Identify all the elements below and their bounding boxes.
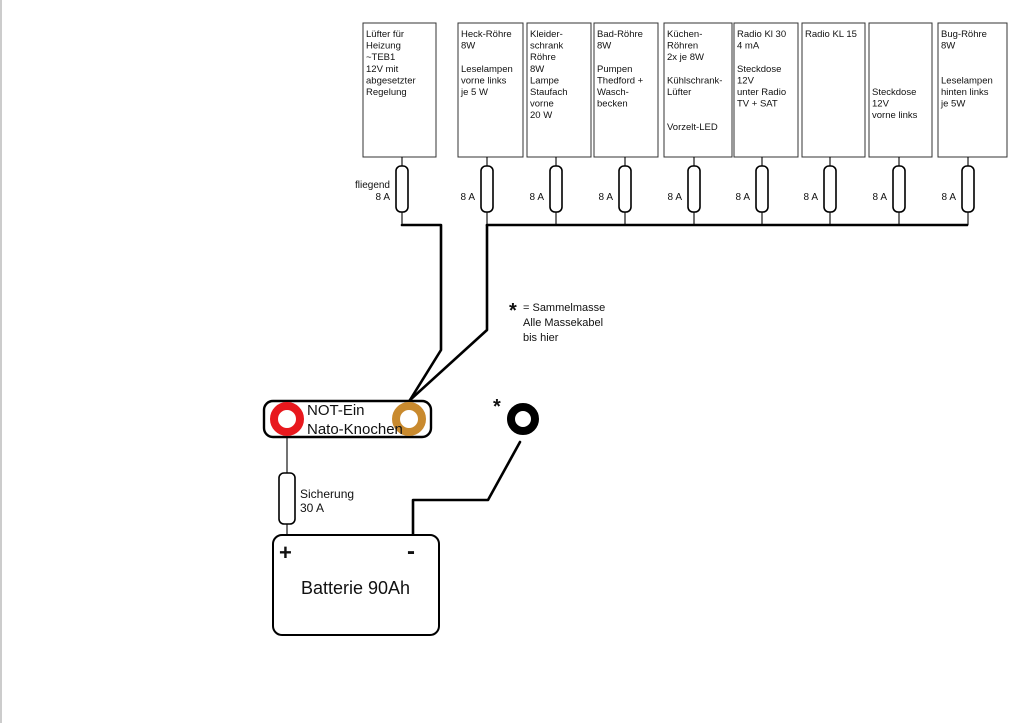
battery-minus: - bbox=[407, 538, 415, 565]
fuse-label-1: 8 A bbox=[376, 192, 391, 203]
consumer-5-line-6: Lüfter bbox=[667, 87, 691, 98]
consumer-9-line-5: Leselampen bbox=[941, 75, 993, 86]
consumer-3-line-3: Röhre bbox=[530, 52, 556, 63]
consumer-6-line-5: 12V bbox=[737, 75, 755, 86]
consumer-box-7 bbox=[801, 22, 866, 158]
consumer-6-line-2: 4 mA bbox=[737, 41, 760, 52]
note-line-3: bis hier bbox=[523, 332, 559, 344]
consumer-9-line-7: je 5W bbox=[940, 99, 965, 110]
fuse-label-7: 8 A bbox=[804, 192, 819, 203]
fuse-8 bbox=[892, 165, 906, 213]
consumer-1-line-2: Heizung bbox=[366, 41, 401, 52]
consumer-5-line-2: Röhren bbox=[667, 41, 698, 52]
consumer-1-line-5: abgesetzter bbox=[366, 75, 416, 86]
consumer-4-line-6: Wasch- bbox=[597, 87, 629, 98]
consumer-4-line-1: Bad-Röhre bbox=[597, 29, 643, 40]
consumer-8-line-6: Steckdose bbox=[872, 87, 916, 98]
battery-label: Batterie 90Ah bbox=[301, 578, 410, 598]
consumer-1-line-6: Regelung bbox=[366, 87, 407, 98]
consumer-1-line-3: ~TEB1 bbox=[366, 52, 395, 63]
consumer-2-line-6: je 5 W bbox=[460, 87, 488, 98]
consumer-box-2 bbox=[457, 22, 524, 158]
consumer-3-line-4: 8W bbox=[530, 64, 544, 75]
consumer-6-line-4: Steckdose bbox=[737, 64, 781, 75]
consumer-3-line-1: Kleider- bbox=[530, 29, 563, 40]
emergency-switch[interactable]: NOT-Ein Nato-Knochen bbox=[262, 399, 433, 439]
consumer-9-line-1: Bug-Röhre bbox=[941, 29, 987, 40]
fuse-7 bbox=[823, 165, 837, 213]
consumer-4-line-2: 8W bbox=[597, 41, 611, 52]
fuse-label-2: 8 A bbox=[461, 192, 476, 203]
consumer-4-line-4: Pumpen bbox=[597, 64, 632, 75]
switch-label-2: Nato-Knochen bbox=[307, 421, 403, 438]
consumer-box-5 bbox=[663, 22, 733, 158]
fuse-1 bbox=[395, 165, 409, 213]
consumer-2-line-1: Heck-Röhre bbox=[461, 29, 512, 40]
consumer-4-line-7: becken bbox=[597, 99, 628, 110]
consumer-5-line-9: Vorzelt-LED bbox=[667, 122, 718, 133]
switch-label-1: NOT-Ein bbox=[307, 402, 365, 419]
consumer-1-line-1: Lüfter für bbox=[366, 29, 404, 40]
ground-terminal bbox=[507, 403, 539, 435]
switch-terminal-plus bbox=[270, 402, 304, 436]
fuse-4 bbox=[618, 165, 632, 213]
consumer-8-line-8: vorne links bbox=[872, 110, 918, 121]
battery-plus: + bbox=[279, 540, 292, 565]
main-fuse bbox=[278, 472, 296, 525]
consumer-3-line-6: Staufach bbox=[530, 87, 568, 98]
consumer-5-line-1: Küchen- bbox=[667, 29, 702, 40]
consumer-box-1 bbox=[362, 22, 437, 158]
consumer-2-line-5: vorne links bbox=[461, 75, 507, 86]
fuse-label-9: 8 A bbox=[942, 192, 957, 203]
consumer-5-line-5: Kühlschrank- bbox=[667, 75, 722, 86]
fuse-label-6: 8 A bbox=[736, 192, 751, 203]
switch-terminal-out bbox=[392, 402, 426, 436]
consumer-box-9 bbox=[937, 22, 1008, 158]
battery bbox=[272, 534, 440, 636]
consumer-6-line-1: Radio Kl 30 bbox=[737, 29, 786, 40]
note-asterisk: * bbox=[509, 300, 517, 322]
consumer-1-line-4: 12V mit bbox=[366, 64, 399, 75]
consumer-box-8 bbox=[868, 22, 933, 158]
main-fuse-label-2: 30 A bbox=[300, 501, 324, 515]
fuse-3 bbox=[549, 165, 563, 213]
consumer-3-line-7: vorne bbox=[530, 99, 554, 110]
fuse-label-8: 8 A bbox=[873, 192, 888, 203]
consumer-7-line-1: Radio KL 15 bbox=[805, 29, 857, 40]
switch-body bbox=[262, 399, 433, 439]
fuse-label-3: 8 A bbox=[530, 192, 545, 203]
wire-ground bbox=[411, 440, 522, 537]
consumer-box-4 bbox=[593, 22, 659, 158]
consumer-3-line-8: 20 W bbox=[530, 110, 552, 121]
consumer-3-line-5: Lampe bbox=[530, 75, 559, 86]
consumer-9-line-2: 8W bbox=[941, 41, 955, 52]
consumer-3-line-2: schrank bbox=[530, 41, 564, 52]
consumer-5-line-3: 2x je 8W bbox=[667, 52, 704, 63]
fuse-9 bbox=[961, 165, 975, 213]
fuse-6 bbox=[755, 165, 769, 213]
wire-fan-to-switch bbox=[400, 223, 443, 402]
note-line-2: Alle Massekabel bbox=[523, 317, 603, 329]
fuse-label-5: 8 A bbox=[668, 192, 683, 203]
consumer-box-6 bbox=[733, 22, 799, 158]
consumer-6-line-6: unter Radio bbox=[737, 87, 786, 98]
wire-busbar-to-switch bbox=[408, 223, 489, 402]
fuse-2 bbox=[480, 165, 494, 213]
consumer-6-line-7: TV + SAT bbox=[737, 99, 778, 110]
consumer-4-line-5: Thedford + bbox=[597, 75, 644, 86]
consumer-8-line-7: 12V bbox=[872, 99, 890, 110]
consumer-2-line-4: Leselampen bbox=[461, 64, 513, 75]
ground-asterisk: * bbox=[493, 396, 501, 418]
note-line-1: = Sammelmasse bbox=[523, 302, 605, 314]
consumer-2-line-2: 8W bbox=[461, 41, 475, 52]
consumer-9-line-6: hinten links bbox=[941, 87, 989, 98]
fuse-note-1: fliegend bbox=[355, 180, 390, 191]
fuse-5 bbox=[687, 165, 701, 213]
consumer-box-3 bbox=[526, 22, 592, 158]
fuse-label-4: 8 A bbox=[599, 192, 614, 203]
main-fuse-label-1: Sicherung bbox=[300, 487, 354, 501]
